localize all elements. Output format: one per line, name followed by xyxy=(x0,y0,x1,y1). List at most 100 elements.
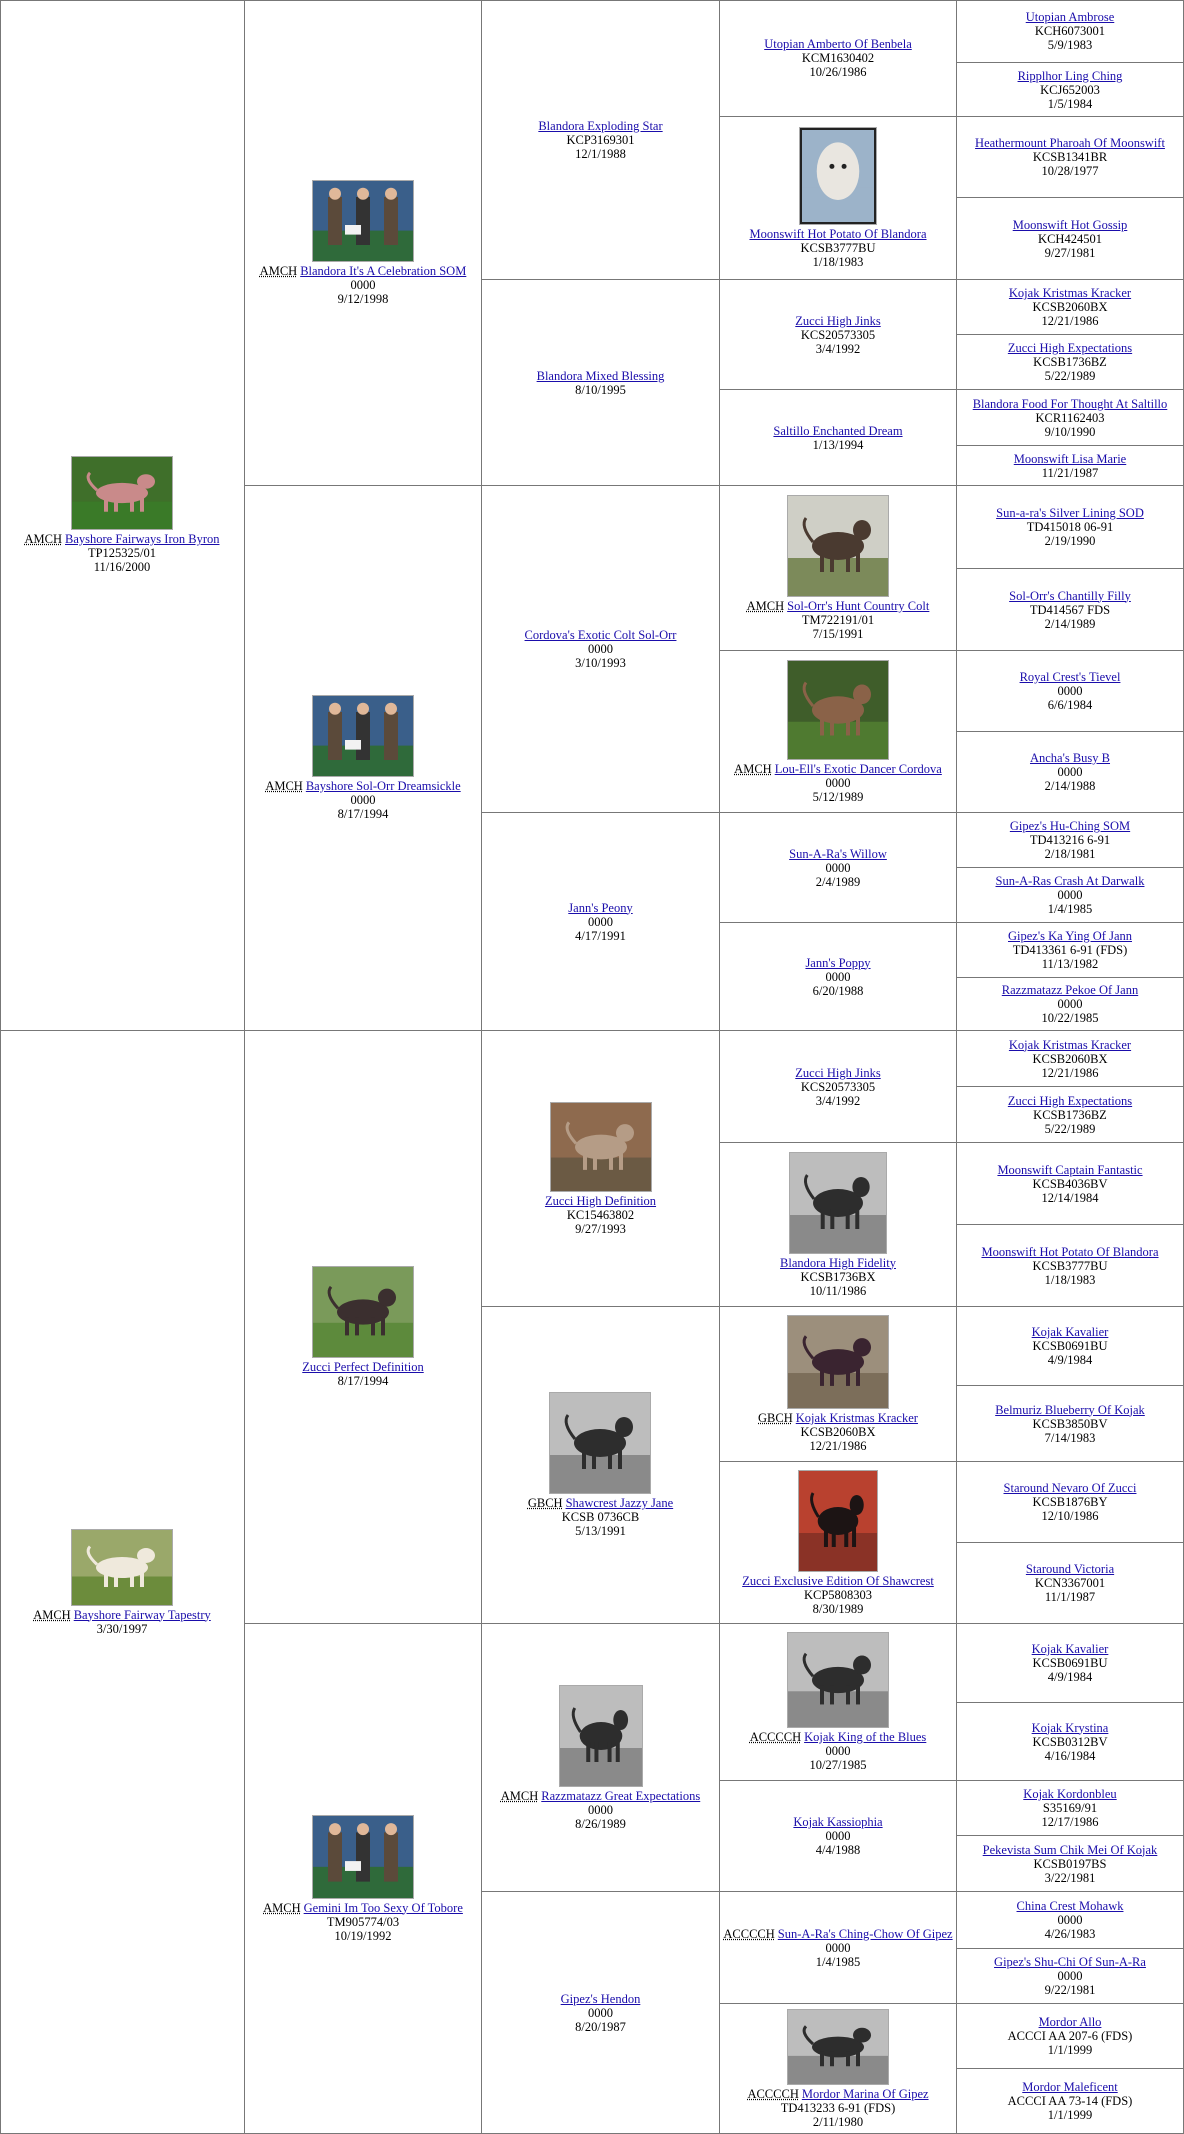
dog-link-moonswift-captain-fantastic[interactable]: Moonswift Captain Fantastic xyxy=(997,1162,1143,1177)
dog-link-zucci-high-expectations[interactable]: Zucci High Expectations xyxy=(1007,341,1133,355)
dog-link-zucci-perfect-definition[interactable]: Zucci Perfect Definition xyxy=(302,1360,424,1374)
birth-date: 10/27/1985 xyxy=(809,1758,867,1772)
dog-photo[interactable] xyxy=(70,456,173,530)
dog-link-belmuriz-blueberry-of-kojak[interactable]: Belmuriz Blueberry Of Kojak xyxy=(995,1402,1145,1417)
dog-link-kojak-king-of-the-blues[interactable]: Kojak King of the Blues xyxy=(804,1730,927,1744)
dog-link-blandora-high-fidelity[interactable]: Blandora High Fidelity xyxy=(780,1255,896,1270)
dog-photo[interactable] xyxy=(312,179,414,262)
dog-link-sun-a-ra-s-ching-chow-of-gipez[interactable]: Sun-A-Ra's Ching-Chow Of Gipez xyxy=(777,1926,953,1941)
dog-photo[interactable] xyxy=(312,695,414,777)
birth-date: 7/15/1991 xyxy=(812,627,864,641)
dog-link-kojak-kavalier[interactable]: Kojak Kavalier xyxy=(1031,1325,1109,1339)
dog-photo[interactable] xyxy=(787,1632,889,1728)
dog-link-zucci-high-expectations[interactable]: Zucci High Expectations xyxy=(1007,1093,1133,1108)
dog-name-line: Blandora High Fidelity xyxy=(780,1256,896,1270)
dog-link-razzmatazz-pekoe-of-jann[interactable]: Razzmatazz Pekoe Of Jann xyxy=(1001,983,1139,997)
dog-link-moonswift-hot-gossip[interactable]: Moonswift Hot Gossip xyxy=(1012,217,1128,232)
dog-link-gipez-s-hendon[interactable]: Gipez's Hendon xyxy=(560,1991,641,2006)
dog-photo[interactable] xyxy=(787,659,889,760)
dog-link-staround-nevaro-of-zucci[interactable]: Staround Nevaro Of Zucci xyxy=(1003,1481,1137,1495)
dog-link-ripplhor-ling-ching[interactable]: Ripplhor Ling Ching xyxy=(1017,68,1123,83)
dog-link-cordova-s-exotic-colt-sol-orr[interactable]: Cordova's Exotic Colt Sol-Orr xyxy=(524,628,677,642)
dog-link-royal-crest-s-tievel[interactable]: Royal Crest's Tievel xyxy=(1019,670,1121,684)
dog-link-bayshore-fairways-iron-byron[interactable]: Bayshore Fairways Iron Byron xyxy=(65,532,220,546)
dog-photo[interactable] xyxy=(549,1101,652,1192)
dog-link-sun-a-ra-s-silver-lining-sod[interactable]: Sun-a-ra's Silver Lining SOD xyxy=(996,506,1144,520)
registration-number: 0000 xyxy=(588,642,613,656)
dog-photo[interactable] xyxy=(798,127,877,225)
dog-link-ancha-s-busy-b[interactable]: Ancha's Busy B xyxy=(1029,751,1111,765)
dog-link-kojak-kristmas-kracker[interactable]: Kojak Kristmas Kracker xyxy=(795,1411,918,1425)
birth-date: 1/1/1999 xyxy=(1047,2043,1093,2057)
dog-link-mordor-allo[interactable]: Mordor Allo xyxy=(1038,2015,1102,2029)
dog-photo[interactable] xyxy=(549,1392,652,1494)
birth-date: 5/22/1989 xyxy=(1044,1121,1096,1136)
dog-link-zucci-high-jinks[interactable]: Zucci High Jinks xyxy=(795,313,881,328)
dog-link-blandora-it-s-a-celebration-som[interactable]: Blandora It's A Celebration SOM xyxy=(300,263,467,278)
dog-name-line: Kojak Kristmas Kracker xyxy=(1009,1038,1131,1052)
birth-date: 5/13/1991 xyxy=(575,1524,626,1538)
dog-photo[interactable] xyxy=(312,1814,414,1899)
dog-link-kojak-kristmas-kracker[interactable]: Kojak Kristmas Kracker xyxy=(1008,286,1132,300)
dog-link-mordor-maleficent[interactable]: Mordor Maleficent xyxy=(1022,2080,1118,2094)
dog-link-bayshore-fairway-tapestry[interactable]: Bayshore Fairway Tapestry xyxy=(73,1607,211,1622)
dog-link-zucci-high-definition[interactable]: Zucci High Definition xyxy=(544,1193,657,1208)
dog-photo[interactable] xyxy=(70,1528,173,1606)
registration-number: KCH424501 xyxy=(1038,231,1102,246)
dog-photo[interactable] xyxy=(786,2008,889,2085)
registration-number: KCSB1876BY xyxy=(1032,1495,1108,1509)
dog-link-kojak-krystina[interactable]: Kojak Krystina xyxy=(1031,1720,1109,1735)
dog-photo[interactable] xyxy=(789,1151,887,1254)
dog-link-china-crest-mohawk[interactable]: China Crest Mohawk xyxy=(1016,1899,1124,1913)
dog-link-blandora-food-for-thought-at-saltillo[interactable]: Blandora Food For Thought At Saltillo xyxy=(972,396,1168,411)
dog-link-kojak-kavalier[interactable]: Kojak Kavalier xyxy=(1031,1642,1109,1656)
dog-link-sun-a-ra-s-willow[interactable]: Sun-A-Ra's Willow xyxy=(789,846,887,861)
dog-link-utopian-amberto-of-benbela[interactable]: Utopian Amberto Of Benbela xyxy=(764,37,912,51)
dog-link-utopian-ambrose[interactable]: Utopian Ambrose xyxy=(1025,10,1115,24)
dog-link-gipez-s-hu-ching-som[interactable]: Gipez's Hu-Ching SOM xyxy=(1009,819,1131,833)
dog-link-zucci-high-jinks[interactable]: Zucci High Jinks xyxy=(795,1065,881,1080)
dog-link-gipez-s-shu-chi-of-sun-a-ra[interactable]: Gipez's Shu-Chi Of Sun-A-Ra xyxy=(994,1955,1146,1969)
dog-link-razzmatazz-great-expectations[interactable]: Razzmatazz Great Expectations xyxy=(541,1788,701,1803)
dog-photo[interactable] xyxy=(311,1266,414,1358)
dog-link-sol-orr-s-hunt-country-colt[interactable]: Sol-Orr's Hunt Country Colt xyxy=(787,599,930,613)
dog-link-shawcrest-jazzy-jane[interactable]: Shawcrest Jazzy Jane xyxy=(565,1496,674,1510)
dog-link-bayshore-sol-orr-dreamsickle[interactable]: Bayshore Sol-Orr Dreamsickle xyxy=(305,779,461,793)
dog-link-kojak-kristmas-kracker[interactable]: Kojak Kristmas Kracker xyxy=(1008,1037,1132,1052)
dog-link-sol-orr-s-chantilly-filly[interactable]: Sol-Orr's Chantilly Filly xyxy=(1009,588,1131,603)
dog-photo[interactable] xyxy=(798,1469,878,1572)
dog-link-staround-victoria[interactable]: Staround Victoria xyxy=(1025,1562,1115,1576)
dog-link-gemini-im-too-sexy-of-tobore[interactable]: Gemini Im Too Sexy Of Tobore xyxy=(303,1900,463,1915)
dog-name-line: Blandora Exploding Star xyxy=(538,119,662,133)
dog-link-moonswift-hot-potato-of-blandora[interactable]: Moonswift Hot Potato Of Blandora xyxy=(749,227,927,241)
registration-number: KC15463802 xyxy=(566,1207,635,1222)
dog-link-heathermount-pharoah-of-moonswift[interactable]: Heathermount Pharoah Of Moonswift xyxy=(975,136,1165,150)
dog-link-sun-a-ras-crash-at-darwalk[interactable]: Sun-A-Ras Crash At Darwalk xyxy=(995,874,1145,888)
dog-name-line: Kojak Kassiophia xyxy=(793,1815,882,1829)
dog-link-pekevista-sum-chik-mei-of-kojak[interactable]: Pekevista Sum Chik Mei Of Kojak xyxy=(982,1842,1158,1857)
dog-link-lou-ell-s-exotic-dancer-cordova[interactable]: Lou-Ell's Exotic Dancer Cordova xyxy=(774,761,942,776)
dog-link-mordor-marina-of-gipez[interactable]: Mordor Marina Of Gipez xyxy=(801,2086,929,2101)
dog-link-moonswift-hot-potato-of-blandora[interactable]: Moonswift Hot Potato Of Blandora xyxy=(981,1244,1159,1259)
dog-link-saltillo-enchanted-dream[interactable]: Saltillo Enchanted Dream xyxy=(773,423,903,438)
dog-link-blandora-exploding-star[interactable]: Blandora Exploding Star xyxy=(538,118,663,133)
dog-photo[interactable] xyxy=(786,1315,889,1409)
dog-photo[interactable] xyxy=(558,1684,643,1787)
registration-number: 0000 xyxy=(825,1829,851,1843)
dog-link-jann-s-peony[interactable]: Jann's Peony xyxy=(568,900,633,915)
dog-link-jann-s-poppy[interactable]: Jann's Poppy xyxy=(805,955,871,970)
dog-link-blandora-mixed-blessing[interactable]: Blandora Mixed Blessing xyxy=(536,368,665,383)
birth-date: 2/14/1989 xyxy=(1044,616,1096,631)
dog-link-moonswift-lisa-marie[interactable]: Moonswift Lisa Marie xyxy=(1013,451,1127,466)
dog-link-kojak-kassiophia[interactable]: Kojak Kassiophia xyxy=(793,1815,883,1829)
dog-link-zucci-exclusive-edition-of-shawcrest[interactable]: Zucci Exclusive Edition Of Shawcrest xyxy=(742,1573,934,1588)
dog-link-kojak-kordonbleu[interactable]: Kojak Kordonbleu xyxy=(1023,1787,1117,1801)
dog-link-gipez-s-ka-ying-of-jann[interactable]: Gipez's Ka Ying Of Jann xyxy=(1008,929,1132,943)
dog-photo[interactable] xyxy=(786,495,889,597)
title-abbreviation: AMCH xyxy=(263,1900,301,1915)
